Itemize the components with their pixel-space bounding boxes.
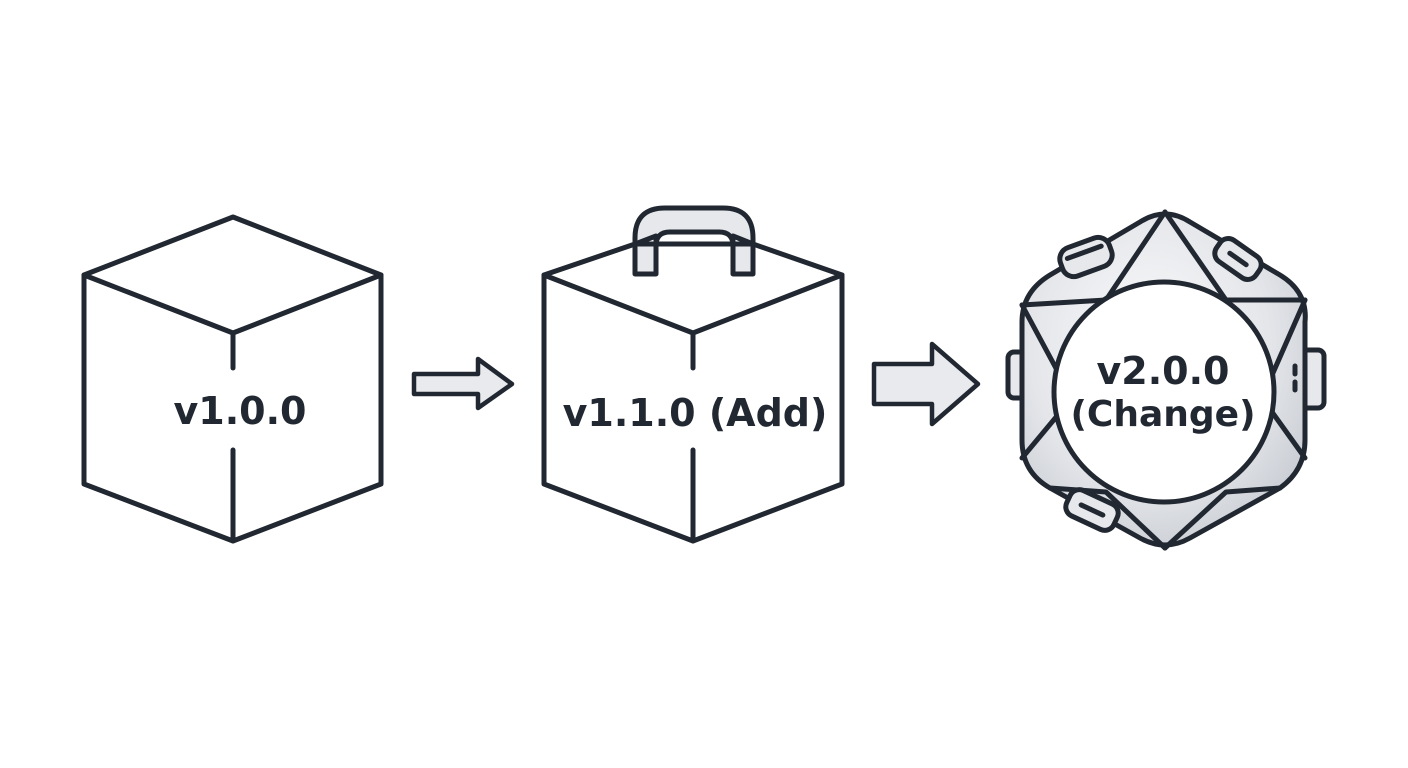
label-v2-line2: (Change) [1070,394,1255,435]
gem-inner-circle [1051,279,1277,505]
cube-v1 [81,214,384,544]
gem-knob-bottom-left [1063,487,1121,533]
gem-v2 [1005,209,1327,551]
label-v11: v1.1.0 (Add) [563,391,828,435]
gem-knob-top-right [1212,236,1264,282]
gem-knob-top-left [1057,234,1115,280]
cube-v11 [541,233,845,544]
label-v2-line1: v2.0.0 [1097,349,1230,393]
label-v1: v1.0.0 [174,389,307,433]
arrow-right-icon [411,356,515,411]
arrow-right-icon [871,341,981,427]
